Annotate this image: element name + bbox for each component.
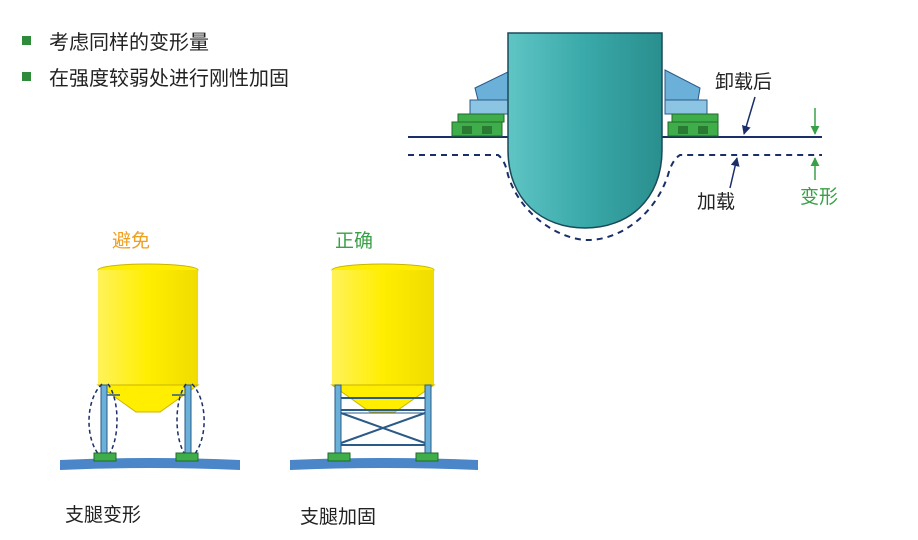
- right-support-bracket: [664, 69, 719, 137]
- square-bullet-icon: [22, 71, 31, 81]
- loaded-deformed-line: [408, 154, 822, 242]
- unloaded-pointer-arrow: [741, 96, 756, 135]
- bullet-list: 考虑同样的变形量 在强度较弱处进行刚性加固: [22, 22, 289, 94]
- support-leg: [334, 384, 342, 456]
- ground-surface: [60, 458, 240, 470]
- bullet-item: 在强度较弱处进行刚性加固: [22, 58, 289, 94]
- bullet-item: 考虑同样的变形量: [22, 22, 289, 58]
- silo-correct-diagram: 正确 支腿加固: [290, 230, 478, 528]
- vessel-diagram: 卸载后 加载 变形: [408, 32, 838, 242]
- leg-bracing: [340, 397, 426, 446]
- left-support-bracket: [451, 69, 513, 137]
- silo-tank: [332, 270, 434, 385]
- base-plate: [327, 452, 351, 462]
- label-deformation: 变形: [800, 186, 838, 208]
- bullet-text: 考虑同样的变形量: [49, 29, 209, 54]
- base-plate: [93, 452, 117, 462]
- vessel-body: [507, 32, 663, 229]
- base-plate: [175, 452, 199, 462]
- bullet-text: 在强度较弱处进行刚性加固: [49, 65, 289, 90]
- label-loaded: 加载: [697, 191, 735, 213]
- label-unloaded: 卸载后: [715, 71, 772, 93]
- loaded-pointer-arrow: [729, 157, 740, 189]
- silo-correct-heading: 正确: [335, 230, 373, 252]
- silo-tank: [98, 270, 198, 385]
- leg-deformation-outline: [88, 383, 103, 457]
- support-leg: [424, 384, 432, 456]
- leg-deformation-outline: [176, 383, 187, 457]
- base-plate: [415, 452, 439, 462]
- silo-avoid-diagram: 避免 支腿变形: [60, 230, 240, 526]
- silo-avoid-caption: 支腿变形: [65, 504, 141, 526]
- support-leg: [100, 384, 108, 456]
- leg-deformation-outline: [191, 383, 205, 457]
- silo-avoid-heading: 避免: [112, 230, 150, 252]
- ground-surface: [290, 458, 478, 470]
- silo-hopper: [96, 384, 200, 413]
- square-bullet-icon: [22, 35, 31, 45]
- support-leg: [184, 384, 192, 456]
- leg-deformation-outline: [107, 383, 118, 457]
- silo-correct-caption: 支腿加固: [300, 506, 376, 528]
